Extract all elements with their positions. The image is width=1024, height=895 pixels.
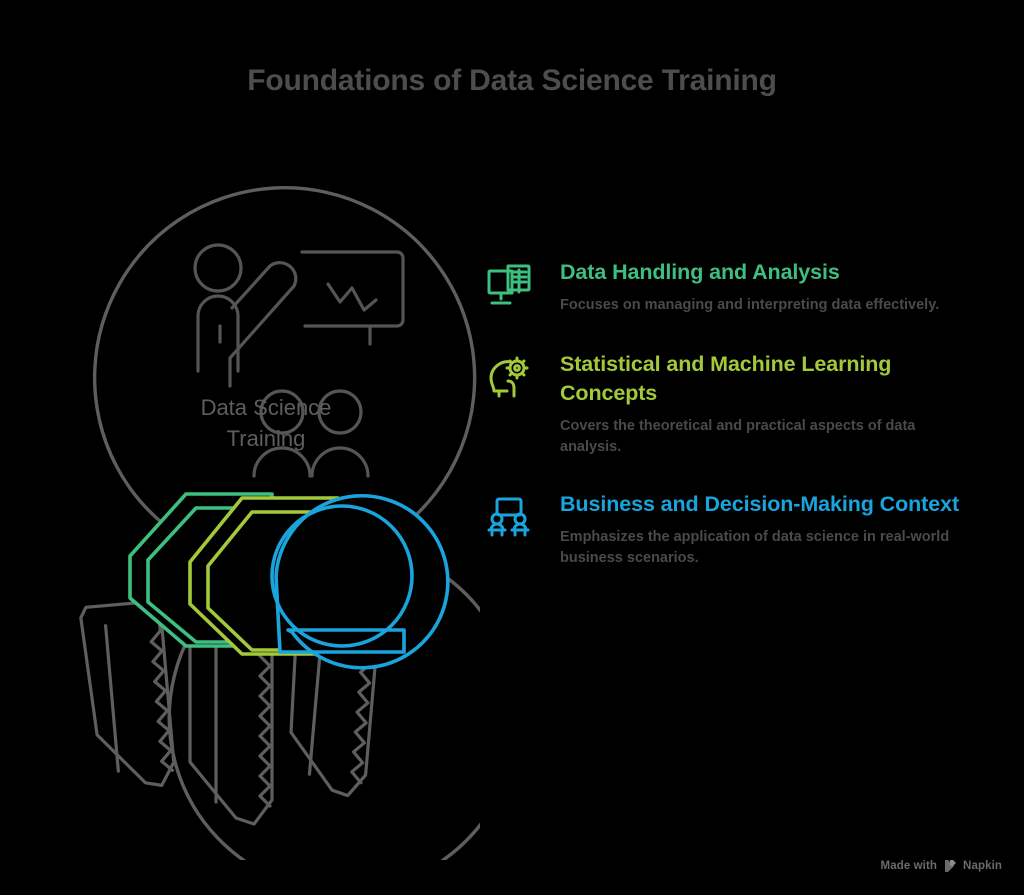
key-blade-left-teeth <box>149 615 175 772</box>
whiteboard-frame <box>303 250 405 328</box>
audience-body-left <box>252 446 312 478</box>
audience-head-right <box>317 389 363 435</box>
presenter-arm <box>228 261 298 388</box>
key-blade-left-groove <box>104 624 120 773</box>
keyring-label-line-1: Data Science <box>200 395 332 420</box>
points-list: Data Handling and Analysis Focuses on ma… <box>486 258 986 599</box>
page-title: Foundations of Data Science Training <box>247 64 777 97</box>
whiteboard-chart-line <box>326 282 378 312</box>
point-description: Covers the theoretical and practical asp… <box>560 418 916 455</box>
people-meeting-board-icon <box>486 494 532 540</box>
keyring-label-line-2: Training <box>226 426 306 451</box>
keyring-illustration <box>40 140 480 860</box>
monitor-data-icon <box>486 262 532 308</box>
point-title: Business and Decision-Making Context <box>560 492 960 516</box>
keyring-illustration-svg <box>79 186 480 860</box>
point-item-business-context: Business and Decision-Making Context Emp… <box>486 490 986 569</box>
ring-outer-arc <box>92 186 477 569</box>
point-title: Data Handling and Analysis <box>560 260 840 284</box>
point-description: Focuses on managing and interpreting dat… <box>560 297 940 313</box>
point-title: Statistical and Machine Learning Concept… <box>560 352 892 405</box>
point-item-data-handling: Data Handling and Analysis Focuses on ma… <box>486 258 986 316</box>
napkin-logo-icon <box>943 859 957 873</box>
key-head-blue <box>270 493 450 670</box>
audience-head-left <box>259 389 305 435</box>
keyring-center-label: Data Science Training <box>94 392 438 454</box>
presenter-head <box>193 243 243 293</box>
watermark: Made with Napkin <box>881 859 1002 873</box>
key-blade-middle-teeth <box>258 628 272 808</box>
training-presentation-icon <box>193 243 405 478</box>
watermark-brand: Napkin <box>963 860 1002 872</box>
head-gear-machine-learning-icon <box>486 354 532 400</box>
presenter-body <box>196 294 240 373</box>
ring-inner-arc <box>167 541 480 860</box>
watermark-prefix: Made with <box>880 860 938 872</box>
key-blade-left <box>79 600 176 787</box>
point-item-statistical-ml: Statistical and Machine Learning Concept… <box>486 350 986 458</box>
audience-body-right <box>310 446 370 478</box>
point-description: Emphasizes the application of data scien… <box>560 529 950 566</box>
